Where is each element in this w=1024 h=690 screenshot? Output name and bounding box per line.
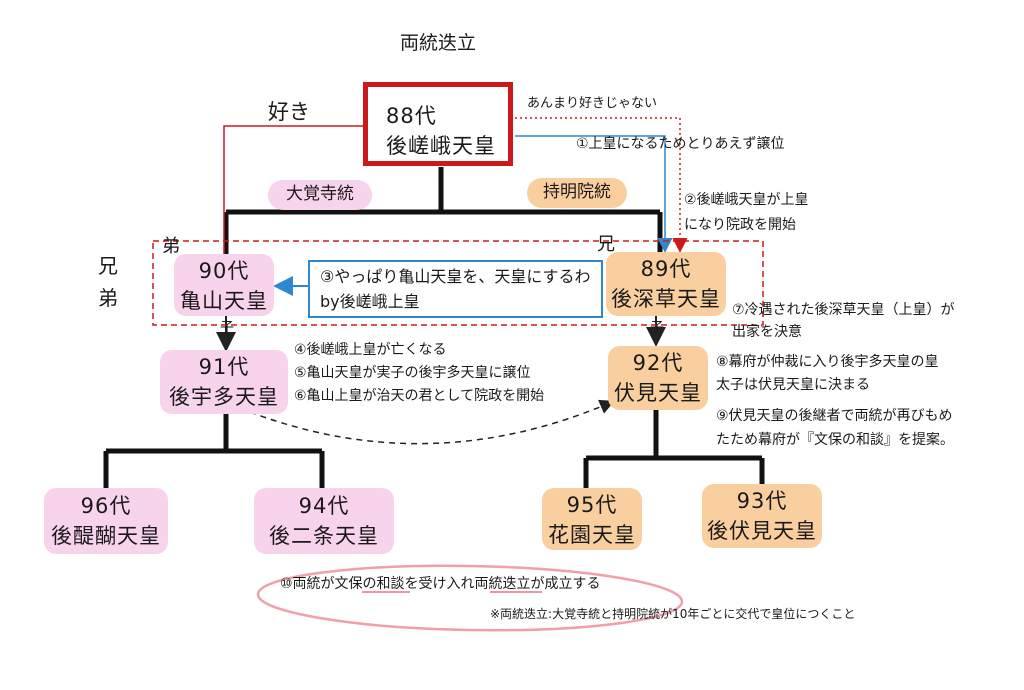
note-8-line2: 太子は伏見天皇に決まる <box>716 377 870 393</box>
child-label-left: 子 <box>220 320 234 336</box>
footnote: ※両統迭立:大覚寺統と持明院統が10年ごとに交代で皇位につくこと <box>490 607 856 621</box>
note-9-line1: ⑨伏見天皇の後継者で両統が再びもめ <box>716 408 953 424</box>
emperor-88-number: 88代 <box>386 104 437 128</box>
note-1: ①上皇になるためとりあえず譲位 <box>576 136 785 152</box>
ani-label: 兄 <box>597 234 615 255</box>
emperor-91-box: 91代 後宇多天皇 <box>160 350 288 414</box>
suki-label: 好き <box>268 100 310 124</box>
emperor-95-name: 花園天皇 <box>548 523 636 547</box>
note-3-line2: by後嵯峨上皇 <box>320 292 420 311</box>
emperor-90-box: 90代 亀山天皇 <box>174 254 274 316</box>
jimyoin-pill: 持明院統 <box>527 178 627 208</box>
emperor-88-name: 後嵯峨天皇 <box>386 134 496 158</box>
note-4: ④後嵯峨上皇が亡くなる <box>294 342 447 358</box>
note-3-line1: ③やっぱり亀山天皇を、天皇にするわ <box>320 267 591 286</box>
emperor-95-number: 95代 <box>566 493 618 517</box>
emperor-92-box: 92代 伏見天皇 <box>608 346 708 410</box>
emperor-91-number: 91代 <box>198 355 250 379</box>
emperor-93-box: 93代 後伏見天皇 <box>702 484 822 548</box>
not-like-label: あんまり好きじゃない <box>527 96 658 111</box>
note-10: ⑩両統が文保の和談を受け入れ両統迭立が成立する <box>280 576 601 592</box>
emperor-89-number: 89代 <box>640 257 692 281</box>
emperor-93-number: 93代 <box>736 489 788 513</box>
emperor-94-number: 94代 <box>298 494 350 518</box>
brothers-frame <box>152 240 764 326</box>
emperor-94-box: 94代 後二条天皇 <box>254 488 394 554</box>
page-title: 両統迭立 <box>400 32 477 54</box>
family-tree-lines <box>103 167 765 488</box>
emperor-96-box: 96代 後醍醐天皇 <box>44 488 168 554</box>
likes-line <box>223 125 365 254</box>
emperor-91-name: 後宇多天皇 <box>169 385 279 409</box>
emperor-94-name: 後二条天皇 <box>269 524 379 548</box>
emperor-89-name: 後深草天皇 <box>611 287 721 311</box>
emperor-96-name: 後醍醐天皇 <box>51 524 161 548</box>
daikakuji-pill: 大覚寺統 <box>268 180 372 210</box>
highlight-circle <box>256 564 684 632</box>
note-5: ⑤亀山天皇が実子の後宇多天皇に譲位 <box>294 365 531 381</box>
kyodai-label-1: 兄 <box>98 254 118 278</box>
note-9-line2: たため幕府が『文保の和談』を提案。 <box>716 432 954 448</box>
note-2-line2: になり院政を開始 <box>684 217 796 233</box>
emperor-96-number: 96代 <box>80 494 132 518</box>
child-label-right: 子 <box>650 320 664 336</box>
succession-curve <box>249 399 615 445</box>
emperor-92-number: 92代 <box>632 351 684 375</box>
emperor-93-name: 後伏見天皇 <box>707 519 817 543</box>
not-like-line <box>515 117 688 253</box>
kyodai-label-2: 弟 <box>98 286 118 310</box>
note-7-line2: 出家を決意 <box>732 324 802 340</box>
note-2-line1: ②後嵯峨天皇が上皇 <box>684 192 809 208</box>
abdicate-arrow <box>515 135 673 253</box>
emperor-95-box: 95代 花園天皇 <box>542 488 642 550</box>
note-7-line1: ⑦冷遇された後深草天皇（上皇）が <box>732 302 955 318</box>
emperor-89-box: 89代 後深草天皇 <box>606 252 726 316</box>
emperor-90-name: 亀山天皇 <box>180 289 268 313</box>
note-8-line1: ⑧幕府が仲裁に入り後宇多天皇の皇 <box>716 354 939 370</box>
note-6: ⑥亀山上皇が治天の君として院政を開始 <box>294 388 545 404</box>
note-3-box: ③やっぱり亀山天皇を、天皇にするわ by後嵯峨上皇 <box>308 260 603 318</box>
emperor-90-number: 90代 <box>198 259 250 283</box>
otouto-label: 弟 <box>162 236 180 257</box>
emperor-88-box: 88代 後嵯峨天皇 <box>363 82 513 166</box>
emperor-92-name: 伏見天皇 <box>614 381 702 405</box>
